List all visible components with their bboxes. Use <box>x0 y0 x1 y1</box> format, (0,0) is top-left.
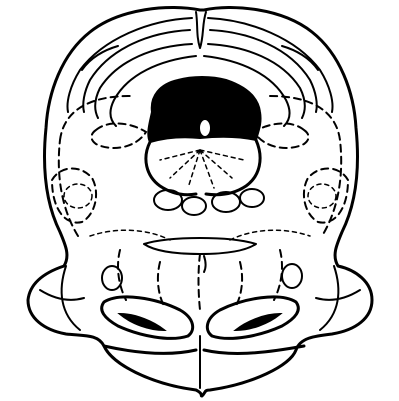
right-pyramid <box>207 297 298 338</box>
left-pyramid <box>102 297 193 338</box>
right-pyramid-inner <box>236 314 280 330</box>
midline-mark <box>204 256 206 272</box>
transverse-band <box>144 238 256 254</box>
central-lobule <box>146 140 260 195</box>
ventral-contour <box>104 346 304 353</box>
radiating-tract-lines <box>160 150 244 188</box>
dark-mass-hole <box>200 120 210 136</box>
right-dashed-lobule <box>254 123 309 148</box>
left-pyramid-inner <box>120 314 164 330</box>
right-lateral-bulge <box>304 168 348 222</box>
top-midline-notch <box>196 12 206 48</box>
left-dashed-lobule <box>92 123 147 148</box>
right-lateral-lobe <box>316 266 360 330</box>
midline-canal <box>199 254 201 310</box>
left-lateral-lobe <box>40 266 84 330</box>
